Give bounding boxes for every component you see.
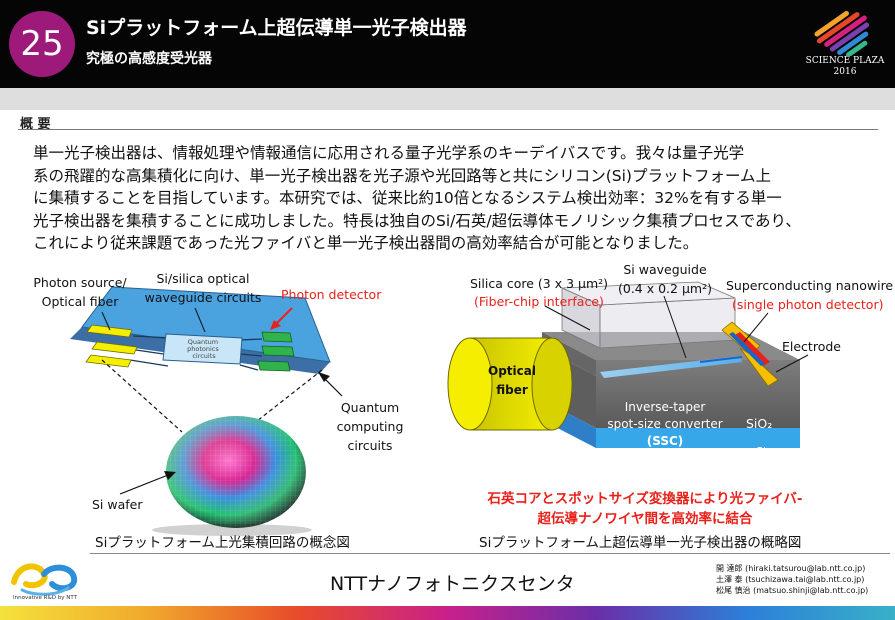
contact-entry: 開 達郎 (hiraki.tatsurou@lab.ntt.co.jp) xyxy=(716,564,866,573)
single-photon-detector-label: (single photon detector) xyxy=(732,297,884,312)
overview-line: 系の飛躍的な高集積化に向け、単一光子検出器を光子源や光回路等と共にシリコン(Si… xyxy=(33,166,772,185)
waveguide-label-line: waveguide circuits xyxy=(144,290,262,305)
logo-line-2: 2016 xyxy=(833,67,857,77)
photon-source-label-line: Optical fiber xyxy=(41,294,119,309)
header-bar: 25 Siプラットフォーム上超伝導単一光子検出器 究極の高感度受光器 Scien… xyxy=(0,0,895,88)
si-waveguide-line xyxy=(699,356,743,363)
quantum-computing-label: Quantum computing circuits xyxy=(330,398,410,455)
quantum-computing-label-line: computing xyxy=(336,419,404,434)
photon-detector-label: Photon detector xyxy=(281,287,382,302)
optical-fiber-label-line: Optical xyxy=(488,364,536,378)
overview-line: に集積することを目指しています。本研究では、従来比約10倍となるシステム検出効率… xyxy=(33,189,782,207)
integrated-circuit-concept-figure: Quantum photonics circuits xyxy=(70,286,343,536)
waveguide-circuits-label: Si/silica optical waveguide circuits xyxy=(138,269,268,307)
ssc-label-line: spot-size converter xyxy=(607,417,723,431)
photon-detector-schematic xyxy=(447,281,809,448)
si-wafer-shading xyxy=(166,416,306,528)
poster-title: Siプラットフォーム上超伝導単一光子検出器 xyxy=(86,17,467,39)
sio2-label: SiO₂ xyxy=(746,416,773,431)
optical-fiber-face xyxy=(447,337,493,431)
waveguide-pointer xyxy=(194,307,206,333)
header-underband xyxy=(0,88,895,110)
si-waveguide-label-line: Si waveguide xyxy=(623,262,707,277)
si-wafer-label: Si wafer xyxy=(92,497,143,512)
photon-source-label-line: Photon source/ xyxy=(33,275,127,290)
photon-source-label: Photon source/ Optical fiber xyxy=(20,273,140,311)
chip-slab-top xyxy=(81,286,331,363)
si-label: Si xyxy=(756,445,767,458)
ntt-logo-tagline: Innovative R&D by NTT xyxy=(13,595,77,601)
si-layer xyxy=(596,428,800,448)
nanowire-label: Superconducting nanowire xyxy=(726,278,894,293)
projection-line-left xyxy=(101,359,183,433)
nanowire-waveguide xyxy=(729,332,765,366)
overview-text: 単一光子検出器は、情報処理や情報通信に応用される量子光学系のキーデイバスです。我… xyxy=(33,142,873,255)
silica-core-pointer xyxy=(544,305,591,331)
contact-entry: 松尾 慎治 (matsuo.shinji@lab.ntt.co.jp) xyxy=(716,586,869,595)
coupling-note-line: 石英コアとスポットサイズ変換器により光ファイバ- xyxy=(487,491,803,507)
section-label-overview: 概 要 xyxy=(20,117,51,132)
photon-detector-pads xyxy=(257,331,295,372)
electrode-label: Electrode xyxy=(782,339,841,354)
fiber-chip-interface-label: (Fiber-chip interface) xyxy=(474,294,604,309)
quantum-photonics-label: Quantum photonics circuits xyxy=(187,338,221,360)
quantum-computing-label-line: Quantum xyxy=(340,400,400,415)
right-figure-caption: Siプラットフォーム上超伝導単一光子検出器の概略図 xyxy=(479,535,802,551)
poster-number-badge: 25 xyxy=(9,11,75,77)
silica-core-label: Silica core (3 x 3 μm²) xyxy=(470,276,609,291)
ssc-label: Inverse-taper spot-size converter (SSC) xyxy=(600,399,730,450)
electrode-bottom xyxy=(739,347,779,387)
projection-line-right xyxy=(242,369,323,433)
contact-list: 開 達郎 (hiraki.tatsurou@lab.ntt.co.jp) 土澤 … xyxy=(716,563,868,596)
footer-rainbow-bar xyxy=(0,606,895,620)
science-plaza-logo-icon xyxy=(814,10,870,58)
nanowire-pointer xyxy=(743,312,769,343)
optical-fiber-end xyxy=(531,337,573,431)
coupling-note-line: 超伝導ナノワイヤ間を高効率に結合 xyxy=(537,511,753,527)
si-wafer-pointer xyxy=(119,474,169,495)
poster-subtitle: 究極の高感度受光器 xyxy=(86,51,212,67)
quantum-computing-arrowhead xyxy=(318,372,330,382)
overview-line: 光子検出器を集積することに成功しました。特長は独自のSi/石英/超伝導体モノリシ… xyxy=(33,211,801,230)
superconducting-nanowire xyxy=(733,332,770,366)
overview-line: 単一光子検出器は、情報処理や情報通信に応用される量子光学系のキーデイバスです。我… xyxy=(33,144,745,162)
si-waveguide-label-line: (0.4 x 0.2 μm²) xyxy=(618,281,712,296)
waveguide-lines xyxy=(129,335,263,371)
footer-divider xyxy=(90,553,890,554)
si-waveguide-pointer xyxy=(663,295,687,359)
electrode-pointer xyxy=(775,354,809,373)
overview-line: これにより従来課題であった光ファイバと単一光子検出器間の高効率結合が可能となりま… xyxy=(33,234,699,252)
silica-core-top-face xyxy=(561,281,736,306)
quantum-computing-label-line: circuits xyxy=(347,438,393,453)
left-figure-caption: Siプラットフォーム上光集積回路の概念図 xyxy=(95,535,350,551)
quantum-photonics-chip xyxy=(162,333,243,365)
section-divider xyxy=(18,129,878,130)
optical-fiber-label: Optical fiber xyxy=(482,362,542,400)
contact-entry: 土澤 泰 (tsuchizawa.tai@lab.ntt.co.jp) xyxy=(716,575,865,584)
quantum-computing-pointer xyxy=(323,377,343,397)
organization-name: NTTナノフォトニクスセンタ xyxy=(330,573,575,595)
detector-pointer-line xyxy=(275,307,293,325)
coupling-note: 石英コアとスポットサイズ変換器により光ファイバ- 超伝導ナノワイヤ間を高効率に結… xyxy=(450,489,840,529)
ntt-logo-icon xyxy=(11,563,78,596)
logo-line-1: Science Plaza xyxy=(805,56,885,66)
ssc-label-line: Inverse-taper xyxy=(624,400,706,414)
si-wafer-shadow xyxy=(152,524,312,536)
science-plaza-logo-text: Science Plaza 2016 xyxy=(800,56,890,78)
si-wafer-arrowhead xyxy=(164,471,176,480)
detector-pointer-arrowhead xyxy=(270,320,281,330)
si-waveguide-label: Si waveguide (0.4 x 0.2 μm²) xyxy=(610,260,720,298)
ssc-label-line: (SSC) xyxy=(646,434,684,448)
waveguide-label-line: Si/silica optical xyxy=(156,271,250,286)
ntt-logo: Innovative R&D by NTT xyxy=(4,556,86,606)
science-plaza-logo: Science Plaza 2016 xyxy=(800,8,890,82)
optical-fiber-label-line: fiber xyxy=(496,383,528,397)
photon-source-pointer xyxy=(101,311,111,331)
photon-source-pads xyxy=(85,324,138,368)
